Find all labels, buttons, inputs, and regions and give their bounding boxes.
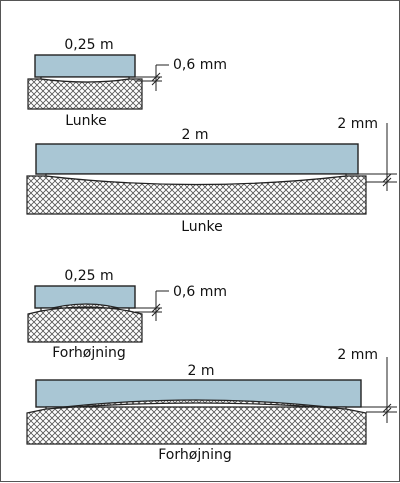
panel-long-hump: 2 m 2 mm Forhøjning	[26, 347, 397, 463]
ground-surface	[27, 78, 143, 110]
span-label: 0,25 m	[64, 37, 113, 53]
panel-small-hump: 0,25 m 0,6 mm Forhøjning	[27, 268, 227, 361]
deviation-label: 2 mm	[337, 347, 378, 363]
gap	[40, 306, 130, 312]
dimension-marker	[135, 64, 169, 91]
panel-small-dip: 0,25 m 0,6 mm Lunke	[27, 37, 227, 129]
straightedge	[34, 54, 136, 78]
span-label: 2 m	[188, 363, 215, 379]
gap	[45, 402, 347, 410]
dimension-marker	[361, 357, 397, 423]
dimension-marker	[135, 290, 169, 321]
caption: Lunke	[65, 113, 107, 129]
dimension-marker	[358, 123, 397, 191]
caption: Forhøjning	[158, 447, 231, 463]
deviation-label: 2 mm	[337, 116, 378, 132]
gap	[40, 76, 130, 83]
deviation-label: 0,6 mm	[173, 57, 227, 73]
gap	[45, 173, 347, 186]
caption: Forhøjning	[52, 345, 125, 361]
straightedge	[35, 143, 359, 175]
span-label: 0,25 m	[64, 268, 113, 284]
panel-long-dip: 2 m 2 mm Lunke	[26, 116, 397, 235]
caption: Lunke	[181, 219, 223, 235]
span-label: 2 m	[182, 127, 209, 143]
deviation-label: 0,6 mm	[173, 284, 227, 300]
